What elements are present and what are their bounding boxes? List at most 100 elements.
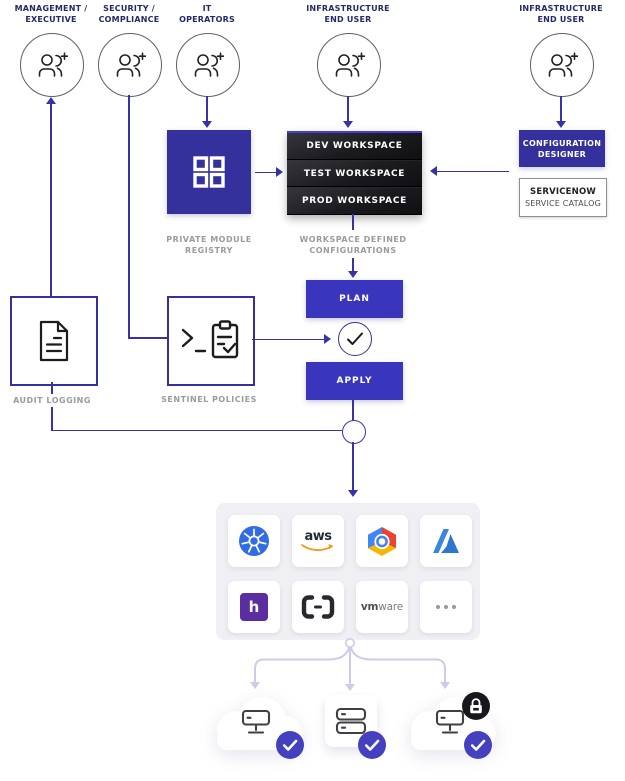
- providers-panel: aws h: [216, 503, 480, 640]
- caption-line: PRIVATE MODULE: [166, 235, 252, 244]
- arrow-left-to-workspaces: [430, 166, 437, 176]
- users-plus-icon: [335, 52, 365, 77]
- plan-box: PLAN: [306, 280, 403, 318]
- line-caption-to-plan: [352, 258, 354, 271]
- persona-circle-it-operators: [176, 33, 240, 97]
- sentinel-policies-box: [167, 296, 255, 386]
- line-audit-horizontal: [51, 429, 343, 431]
- vmware-rest-text: ware: [378, 601, 404, 613]
- heroku-letter: h: [248, 598, 260, 616]
- more-providers-icon: [436, 605, 456, 609]
- private-module-registry-box: [167, 130, 251, 214]
- line-stack-to-caption: [352, 214, 354, 230]
- persona-label-line: SECURITY /: [103, 4, 155, 13]
- provider-tile-more: [420, 581, 472, 633]
- caption-line: SENTINEL POLICIES: [161, 395, 257, 404]
- persona-label-line: INFRASTRUCTURE: [519, 4, 603, 13]
- arrow-right-to-workspaces: [276, 167, 283, 177]
- configuration-designer-label: DESIGNER: [537, 149, 587, 159]
- plan-label: PLAN: [339, 294, 370, 304]
- persona-label-infrastructure-end-user-1: INFRASTRUCTURE END USER: [293, 3, 403, 25]
- module-grid-icon: [193, 156, 225, 188]
- caption-line: REGISTRY: [185, 246, 233, 255]
- workspace-row-dev: DEV WORKSPACE: [287, 133, 422, 160]
- provider-tile-vmware: vmware: [356, 581, 408, 633]
- workspace-label: TEST WORKSPACE: [303, 168, 406, 179]
- line-catalog-to-workspaces: [437, 170, 509, 172]
- check-badge-icon: [358, 731, 386, 759]
- azure-icon: [433, 529, 459, 553]
- provider-tile-kubernetes: [228, 515, 280, 567]
- persona-label-line: EXECUTIVE: [25, 15, 77, 24]
- server-icon: [241, 709, 271, 734]
- workspace-row-test: TEST WORKSPACE: [287, 159, 422, 188]
- configuration-designer-box: CONFIGURATION DESIGNER: [519, 130, 605, 167]
- persona-label-management-executive: MANAGEMENT / EXECUTIVE: [0, 3, 106, 25]
- junction-node-circle: [342, 420, 366, 444]
- caption-line: WORKSPACE DEFINED: [299, 235, 407, 244]
- workspace-configurations-label: WORKSPACE DEFINED CONFIGURATIONS: [293, 234, 413, 256]
- line-audit-to-management: [50, 104, 52, 296]
- users-plus-icon: [116, 52, 146, 77]
- persona-circle-end-user-1: [317, 33, 381, 97]
- provider-tile-aws: aws: [292, 515, 344, 567]
- provider-tile-custom: [292, 581, 344, 633]
- arrow-down-to-workspaces: [343, 121, 353, 128]
- line-auditbox-to-label: [51, 382, 53, 394]
- private-module-registry-label: PRIVATE MODULE REGISTRY: [149, 234, 269, 256]
- workspace-label: DEV WORKSPACE: [306, 140, 403, 151]
- check-badge-icon: [464, 731, 492, 759]
- kubernetes-icon: [239, 526, 269, 556]
- stacked-servers-icon: [335, 707, 367, 735]
- persona-circle-security: [98, 33, 162, 97]
- persona-label-line: OPERATORS: [179, 15, 235, 24]
- line-node-to-providers: [352, 442, 354, 490]
- persona-label-line: MANAGEMENT /: [14, 4, 88, 13]
- aws-smile-icon: [301, 543, 334, 551]
- servicenow-label: SERVICENOW: [530, 187, 596, 197]
- audit-logging-label: AUDIT LOGGING: [2, 394, 102, 407]
- persona-label-infrastructure-end-user-2: INFRASTRUCTURE END USER: [506, 3, 616, 25]
- google-cloud-icon: [368, 526, 396, 556]
- aws-logo: aws: [300, 528, 336, 552]
- document-icon: [39, 320, 69, 362]
- check-badge-icon: [276, 731, 304, 759]
- line-enduser-to-configdesigner: [560, 96, 562, 121]
- persona-label-line: END USER: [324, 15, 372, 24]
- workspace-stack: DEV WORKSPACE TEST WORKSPACE PROD WORKSP…: [287, 131, 422, 216]
- persona-label-line: COMPLIANCE: [98, 15, 160, 24]
- persona-circle-end-user-2: [530, 33, 594, 97]
- apply-label: APPLY: [336, 376, 373, 386]
- heroku-icon: h: [240, 593, 268, 621]
- arrow-down-to-providers: [348, 490, 358, 497]
- configuration-designer-label: CONFIGURATION: [522, 138, 602, 148]
- workspace-row-prod: PROD WORKSPACE: [287, 187, 422, 216]
- users-plus-icon: [194, 52, 224, 77]
- line-apply-to-node: [352, 400, 354, 420]
- vmware-logo: vmware: [361, 601, 403, 613]
- persona-label-line: INFRASTRUCTURE: [306, 4, 390, 13]
- line-label-to-bend: [51, 407, 53, 431]
- line-sentinel-to-check: [252, 338, 324, 340]
- vmware-bold-text: vm: [360, 601, 379, 613]
- arrow-up-to-management: [46, 97, 56, 104]
- provider-tile-azure: [420, 515, 472, 567]
- servicenow-catalog-box: SERVICENOW SERVICE CATALOG: [519, 178, 607, 217]
- persona-label-line: END USER: [537, 15, 585, 24]
- persona-circle-management: [20, 33, 84, 97]
- users-plus-icon: [38, 52, 68, 77]
- arrow-down-to-registry: [202, 121, 212, 128]
- aws-text: aws: [304, 528, 332, 544]
- persona-label-it-operators: IT OPERATORS: [152, 3, 262, 25]
- server-icon: [435, 709, 465, 734]
- policy-check-circle: [338, 322, 372, 356]
- caption-line: CONFIGURATIONS: [309, 246, 397, 255]
- provider-tile-google-cloud: [356, 515, 408, 567]
- checkmark-icon: [347, 332, 363, 345]
- persona-label-line: IT: [202, 4, 212, 13]
- branch-connectors: [250, 638, 450, 691]
- arrow-right-to-check: [324, 334, 331, 344]
- line-registry-to-workspaces: [255, 171, 276, 173]
- line-security-to-sentinel: [128, 95, 130, 338]
